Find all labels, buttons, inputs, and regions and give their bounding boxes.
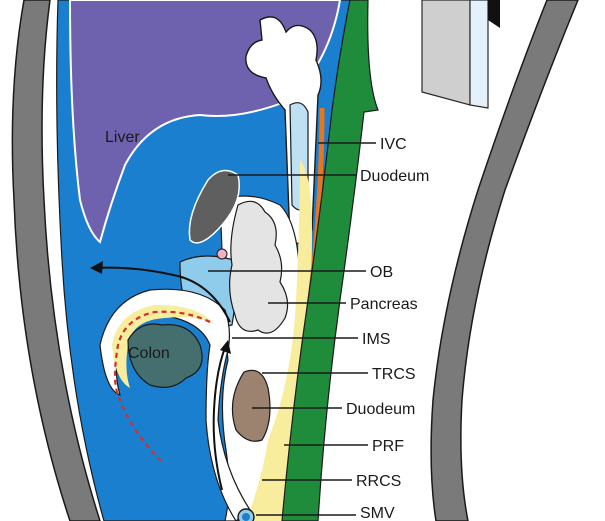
label-ob: OB: [370, 264, 393, 281]
label-duodeum-upper: Duodeum: [360, 168, 429, 185]
label-duodeum-lower: Duodeum: [346, 401, 415, 418]
inset-panel: [422, 0, 500, 108]
label-rrcs: RRCS: [356, 473, 401, 490]
label-trcs: TRCS: [372, 366, 416, 383]
label-pancreas: Pancreas: [350, 296, 418, 313]
label-ivc: IVC: [380, 136, 407, 153]
label-prf: PRF: [372, 438, 404, 455]
label-smv: SMV: [360, 505, 395, 521]
liver-label: Liver: [105, 129, 140, 146]
colon-label: Colon: [128, 345, 170, 362]
vessel-dot: [217, 249, 227, 259]
label-ims: IMS: [362, 331, 390, 348]
smv-vessel: [238, 509, 254, 521]
